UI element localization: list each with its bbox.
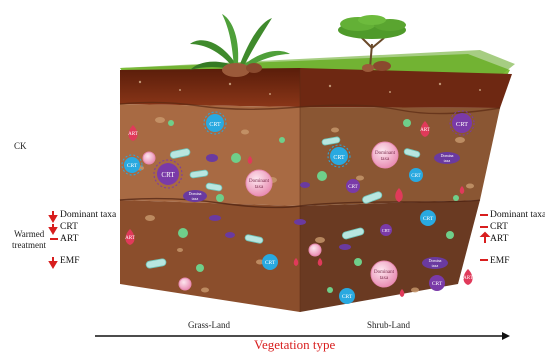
crt-microbe: CRT bbox=[409, 168, 423, 182]
svg-text:CRT: CRT bbox=[127, 163, 138, 169]
right-legend-crt: CRT bbox=[490, 222, 508, 233]
svg-text:taxa: taxa bbox=[380, 276, 389, 281]
svg-text:ART: ART bbox=[420, 128, 430, 133]
shrubland-label: Shrub-Land bbox=[367, 320, 410, 331]
svg-text:taxa: taxa bbox=[255, 185, 264, 190]
left-legend-dominant: Dominant taxa bbox=[60, 210, 116, 221]
bottom-right bbox=[300, 200, 480, 312]
topsoil-left bbox=[120, 68, 300, 107]
dominant-taxa-microbe bbox=[309, 244, 321, 256]
dominant-taxa-microbe: Dominanttaxa bbox=[371, 261, 397, 287]
crt-microbe: CRT bbox=[380, 224, 392, 236]
crt-microbe: CRT bbox=[346, 179, 360, 193]
svg-text:CRT: CRT bbox=[348, 185, 357, 190]
svg-text:CRT: CRT bbox=[423, 216, 434, 222]
crt-microbe: CRT bbox=[262, 254, 278, 270]
svg-text:taxa: taxa bbox=[381, 157, 390, 162]
svg-text:Dominant: Dominant bbox=[374, 270, 395, 275]
ck-label: CK bbox=[14, 141, 27, 152]
svg-text:CRT: CRT bbox=[161, 171, 175, 179]
svg-text:taxa: taxa bbox=[444, 158, 451, 163]
left-legend-crt: CRT bbox=[60, 222, 78, 233]
dominant-taxa-microbe: Dominanttaxa bbox=[246, 170, 272, 196]
warmed-label-line2: treatment bbox=[12, 240, 46, 251]
grassland-label: Grass-Land bbox=[188, 320, 230, 331]
x-axis-title: Vegetation type bbox=[254, 337, 335, 353]
svg-text:CRT: CRT bbox=[342, 294, 353, 300]
topsoil-right bbox=[300, 68, 512, 108]
right-legend-art: ART bbox=[490, 234, 508, 245]
right-legend-emf: EMF bbox=[490, 256, 510, 267]
svg-text:CRT: CRT bbox=[432, 281, 443, 287]
svg-text:taxa: taxa bbox=[432, 263, 439, 268]
svg-text:CRT: CRT bbox=[456, 121, 468, 128]
svg-text:CRT: CRT bbox=[265, 260, 276, 266]
svg-text:ART: ART bbox=[128, 132, 138, 137]
svg-text:taxa: taxa bbox=[192, 196, 199, 201]
svg-text:CRT: CRT bbox=[333, 155, 345, 161]
crt-microbe: CRT bbox=[339, 288, 355, 304]
svg-text:ART: ART bbox=[463, 276, 473, 281]
crt-microbe: CRT bbox=[429, 275, 445, 291]
warmed-label-line1: Warmed bbox=[14, 229, 44, 240]
left-indicators bbox=[50, 211, 58, 267]
dominant-taxa-microbe bbox=[143, 152, 155, 164]
svg-text:CRT: CRT bbox=[382, 228, 391, 233]
svg-text:CRT: CRT bbox=[411, 174, 420, 179]
svg-text:Dominant: Dominant bbox=[375, 151, 396, 156]
crt-microbe: CRT bbox=[420, 210, 436, 226]
left-legend-art: ART bbox=[60, 234, 78, 245]
art-microbe: ART bbox=[463, 269, 473, 285]
right-legend-dominant: Dominant taxa bbox=[490, 210, 545, 221]
dominant-taxa-microbe bbox=[179, 278, 191, 290]
svg-text:CRT: CRT bbox=[209, 122, 221, 128]
dominant-taxa-microbe: Dominanttaxa bbox=[372, 142, 398, 168]
svg-text:ART: ART bbox=[125, 236, 135, 241]
svg-text:Dominant: Dominant bbox=[249, 179, 270, 184]
right-indicators bbox=[480, 215, 488, 260]
left-legend-emf: EMF bbox=[60, 256, 80, 267]
